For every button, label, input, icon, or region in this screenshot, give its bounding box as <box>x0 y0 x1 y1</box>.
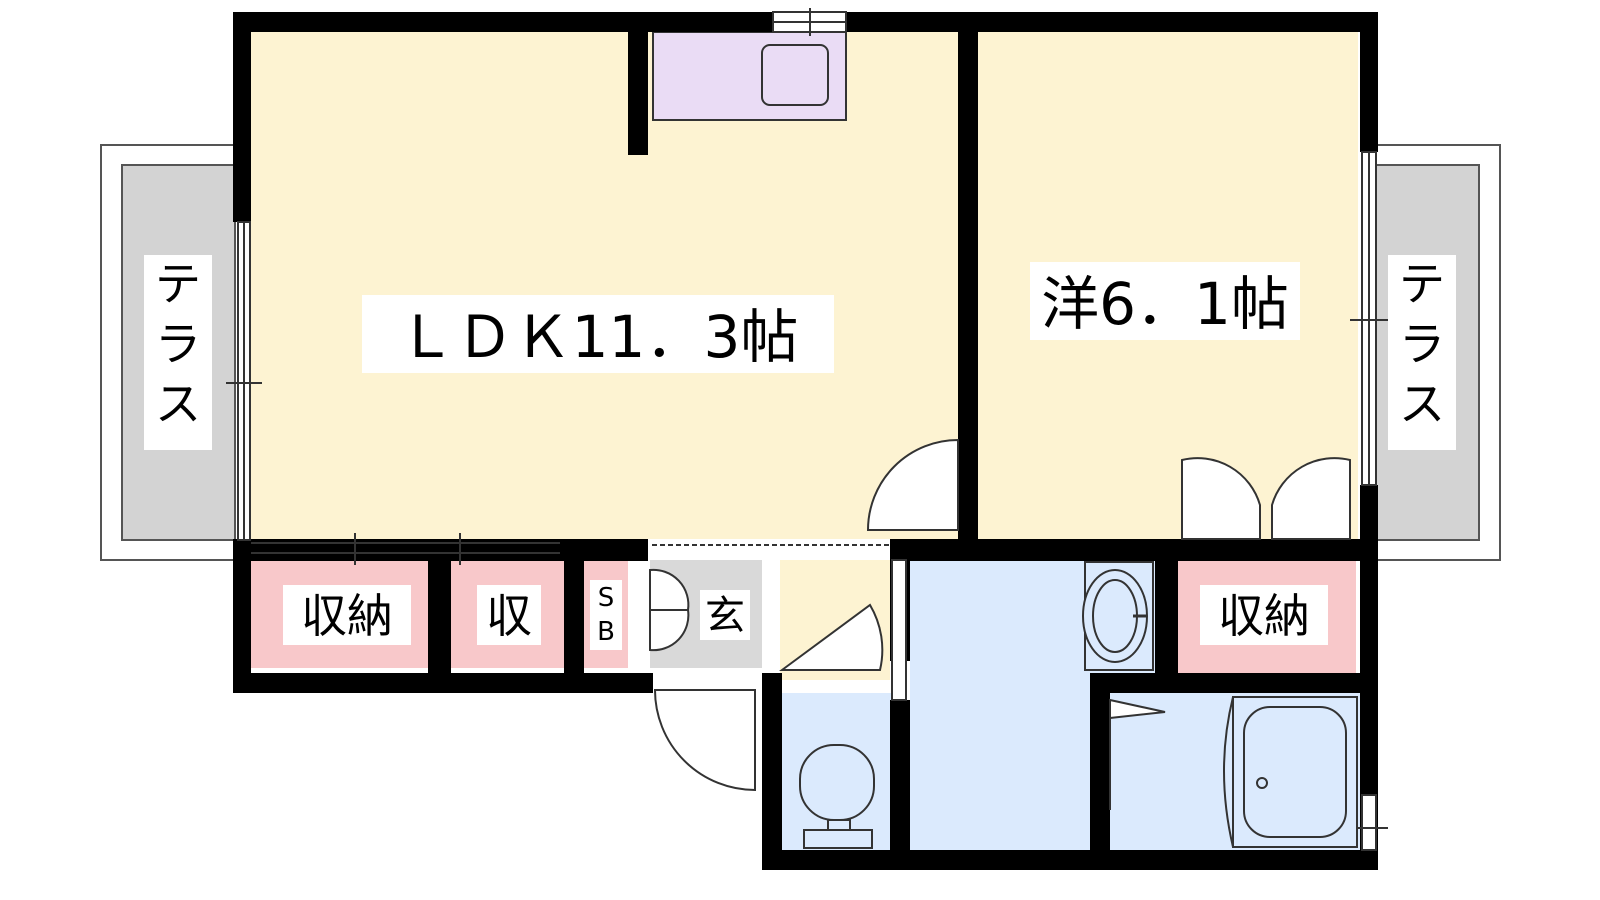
walls <box>233 12 1378 870</box>
bathtub-icon <box>1223 696 1358 848</box>
genkan-label: 玄 <box>705 593 745 639</box>
ldk-label: ＬＤＫ11．3帖 <box>398 303 799 371</box>
toilet-icon <box>799 744 875 849</box>
terrace-right-label: テラス <box>1399 257 1445 431</box>
terrace-right-text: テラス <box>1399 257 1445 431</box>
ldk-floor <box>250 32 960 539</box>
terrace-left-label: テラス <box>144 255 212 450</box>
windows <box>226 8 1388 851</box>
washbasin-icon <box>1082 561 1154 671</box>
shoebox-label-b: B <box>597 617 615 647</box>
door-swing-icon <box>649 438 1351 792</box>
storage-left-large-label: 収納 <box>301 589 393 643</box>
terrace-left-text: テラス <box>155 257 201 431</box>
sliding-doors <box>251 533 890 565</box>
kitchen-sink-icon <box>761 44 829 106</box>
storage-left-small-label: 収 <box>486 589 532 643</box>
storage-right-label: 収納 <box>1218 589 1310 643</box>
shoebox-label-s: S <box>598 583 615 613</box>
bathroom-door <box>1109 698 1166 810</box>
western-room-label: 洋6．1帖 <box>1041 270 1289 338</box>
terrace-right <box>1364 144 1501 561</box>
